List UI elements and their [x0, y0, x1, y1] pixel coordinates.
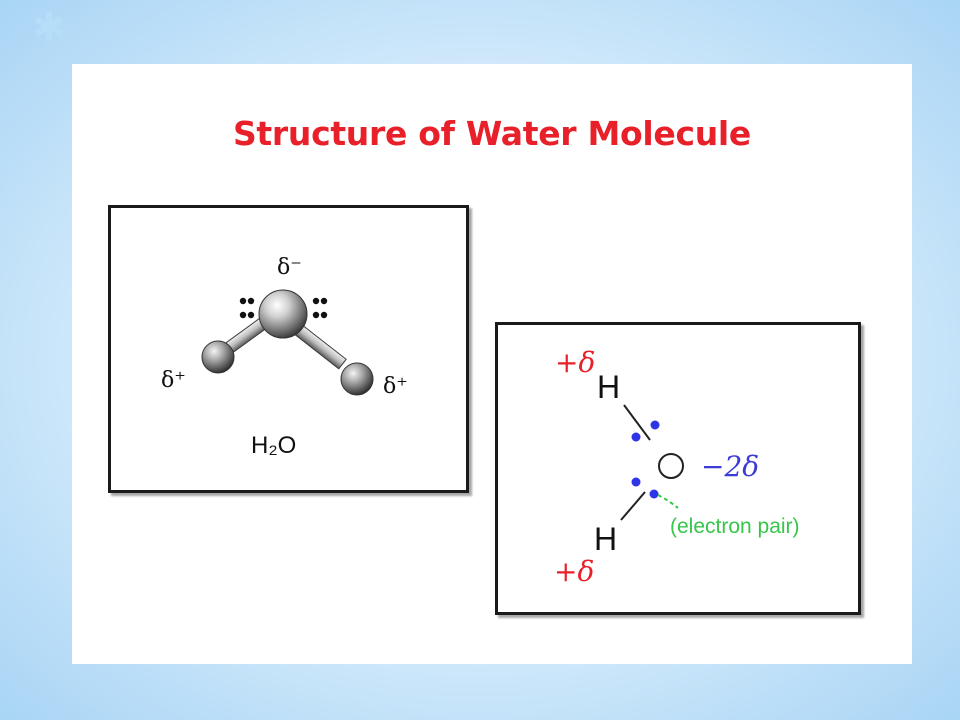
right-hydrogen-atom	[340, 362, 374, 396]
ball-and-stick-diagram: δ⁻ δ⁺ δ⁺ H₂O	[161, 255, 408, 459]
left-hydrogen-atom	[201, 340, 235, 374]
electron-dot	[631, 432, 641, 442]
electron-dot	[649, 489, 659, 499]
dipole-diagram: +δ H −2δ (electron pair) H +δ	[554, 346, 800, 588]
bottom-hydrogen-symbol: H	[594, 521, 617, 557]
ball-and-stick-panel: δ⁻ δ⁺ δ⁺ H₂O	[108, 205, 469, 493]
oxygen-atom	[258, 289, 308, 339]
electron-pair-label: (electron pair)	[670, 515, 800, 538]
bottom-hydrogen-charge: +δ	[554, 555, 594, 588]
left-lone-pair-icon	[239, 297, 255, 319]
top-bond-line	[623, 404, 651, 441]
electron-pair-pointer	[657, 494, 679, 509]
right-hydrogen-partial-charge: δ⁺	[383, 374, 408, 399]
slide: Structure of Water Molecule	[72, 64, 912, 664]
electron-dot	[650, 420, 660, 430]
dipole-panel: +δ H −2δ (electron pair) H +δ	[495, 322, 861, 615]
right-lone-pair-icon	[312, 297, 328, 319]
star-bullet-icon: ✱	[32, 5, 66, 51]
oxygen-atom-circle	[658, 453, 684, 479]
electron-dot	[631, 477, 641, 487]
left-hydrogen-partial-charge: δ⁺	[161, 368, 186, 393]
oxygen-partial-charge: δ⁻	[277, 255, 302, 280]
top-hydrogen-charge: +δ	[555, 346, 595, 379]
slide-title: Structure of Water Molecule	[232, 114, 752, 153]
formula-label: H₂O	[251, 432, 296, 459]
top-hydrogen-symbol: H	[597, 369, 620, 405]
oxygen-charge: −2δ	[701, 450, 759, 483]
bottom-bond-line	[620, 491, 646, 521]
